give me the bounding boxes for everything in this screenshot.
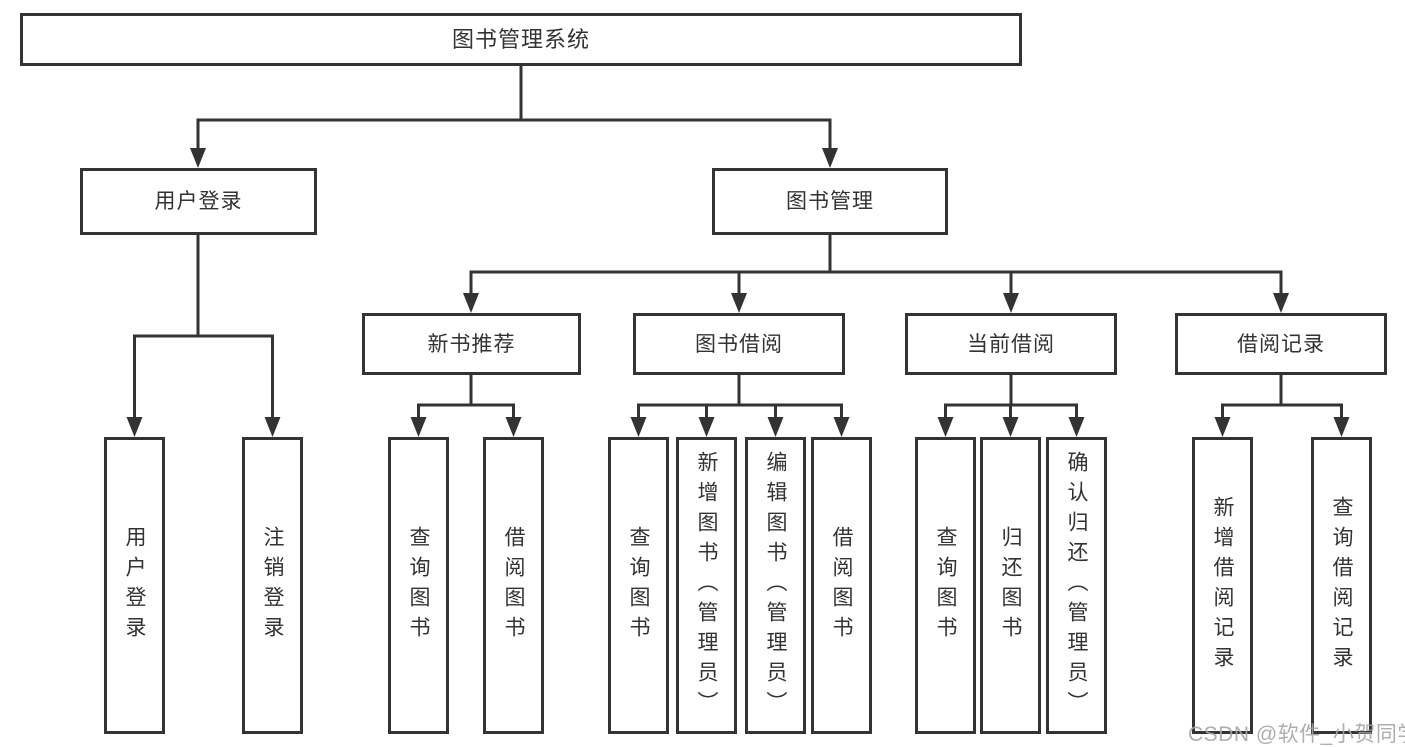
node-leaf-confirm-return-admin: 确认归还（管理员） — [1046, 437, 1107, 734]
node-new-book-recommendation: 新书推荐 — [362, 313, 581, 375]
node-label: 查询图书 — [627, 525, 650, 646]
node-leaf-query-borrow-record: 查询借阅记录 — [1311, 437, 1372, 734]
csdn-watermark: CSDN @软件_小贺同学 — [1188, 723, 1405, 746]
node-label: 新增借阅记录 — [1211, 495, 1234, 676]
node-label: 注销登录 — [261, 525, 284, 646]
node-label: 当前借阅 — [967, 332, 1055, 356]
node-leaf-query-books-1: 查询图书 — [388, 437, 449, 734]
node-leaf-query-books-3: 查询图书 — [915, 437, 976, 734]
node-label: 借阅记录 — [1237, 332, 1325, 356]
node-label: 用户登录 — [123, 525, 146, 646]
node-label: 归还图书 — [999, 525, 1022, 646]
node-label: 编辑图书（管理员） — [764, 450, 787, 721]
node-current-borrowing: 当前借阅 — [905, 313, 1117, 375]
node-leaf-borrow-books-2: 借阅图书 — [811, 437, 872, 734]
node-leaf-user-login: 用户登录 — [104, 437, 165, 734]
node-label: 新书推荐 — [427, 332, 516, 356]
node-leaf-add-books-admin: 新增图书（管理员） — [676, 437, 737, 734]
node-label: 图书管理系统 — [451, 26, 590, 52]
node-borrowing-records: 借阅记录 — [1175, 313, 1387, 375]
node-label: 查询借阅记录 — [1330, 495, 1353, 676]
node-leaf-add-borrow-record: 新增借阅记录 — [1192, 437, 1253, 734]
node-label: 查询图书 — [934, 525, 957, 646]
node-label: 图书管理 — [786, 190, 874, 213]
node-label: 借阅图书 — [502, 525, 525, 646]
node-leaf-query-books-2: 查询图书 — [608, 437, 669, 734]
node-label: 查询图书 — [407, 525, 430, 646]
node-label: 用户登录 — [154, 190, 243, 213]
node-label: 图书借阅 — [695, 332, 783, 356]
node-leaf-borrow-books-1: 借阅图书 — [483, 437, 544, 734]
node-label: 确认归还（管理员） — [1065, 450, 1088, 721]
node-library-management-system: 图书管理系统 — [20, 13, 1022, 66]
node-label: 借阅图书 — [830, 525, 853, 646]
node-user-login-branch: 用户登录 — [80, 168, 317, 235]
node-book-borrowing: 图书借阅 — [633, 313, 845, 375]
node-leaf-return-books: 归还图书 — [980, 437, 1041, 734]
node-book-management-branch: 图书管理 — [712, 168, 948, 235]
node-leaf-logout: 注销登录 — [242, 437, 303, 734]
node-label: 新增图书（管理员） — [695, 450, 718, 721]
node-leaf-edit-books-admin: 编辑图书（管理员） — [745, 437, 806, 734]
